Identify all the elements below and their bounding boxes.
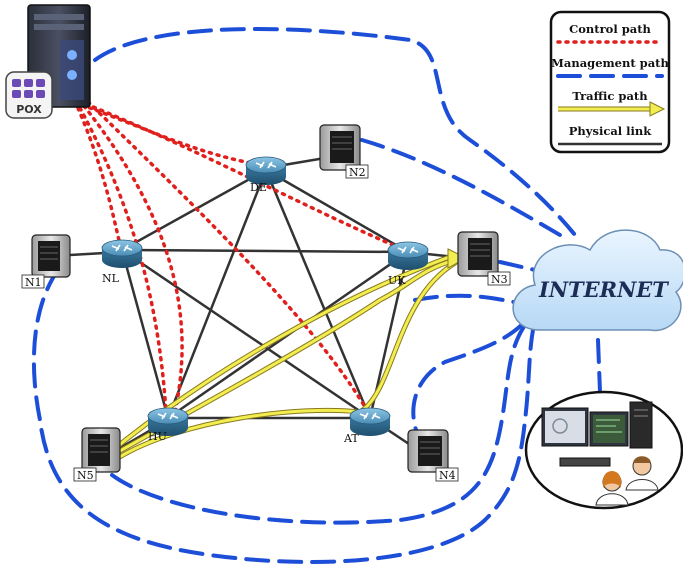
router-icon xyxy=(147,407,189,436)
legend-physical-label: Physical link xyxy=(569,124,652,138)
computer-tower-icon xyxy=(457,231,499,277)
keyboard-icon xyxy=(559,457,611,467)
legend-management-label: Management path xyxy=(551,56,669,70)
management-path-n3 xyxy=(498,260,537,272)
link-nl-at xyxy=(121,248,371,420)
host-n1-label: N1 xyxy=(25,276,42,289)
router-icon xyxy=(245,156,287,185)
host-n1: N1 xyxy=(21,234,71,289)
cloud-icon xyxy=(512,229,683,332)
router-de: DE xyxy=(245,156,287,194)
person-male-icon xyxy=(625,456,659,491)
router-uk: UK xyxy=(387,241,429,287)
pc-tower-icon xyxy=(629,401,653,449)
control-path-hu xyxy=(78,106,168,414)
link-nl-hu xyxy=(120,249,170,419)
host-n3-label: N3 xyxy=(491,273,508,286)
pox-controller: POX xyxy=(5,4,91,119)
router-de-label: DE xyxy=(250,181,267,194)
link-de-at xyxy=(264,169,372,419)
computer-tower-icon xyxy=(31,234,71,278)
legend-physical-link: Physical link xyxy=(558,124,662,146)
host-n2: N2 xyxy=(319,124,369,179)
control-path-nl xyxy=(76,106,122,247)
router-icon xyxy=(387,241,429,270)
control-paths xyxy=(76,100,407,414)
router-nl-label: NL xyxy=(102,272,120,285)
link-de-hu xyxy=(166,169,268,419)
pox-logo-text: POX xyxy=(16,103,42,116)
legend-control-path: Control path xyxy=(556,22,664,44)
management-paths xyxy=(31,26,602,564)
link-de-uk xyxy=(265,168,409,254)
router-icon xyxy=(349,407,391,436)
router-nl: NL xyxy=(101,239,143,285)
legend-control-label: Control path xyxy=(569,22,651,36)
host-n2-label: N2 xyxy=(349,166,366,179)
physical-links xyxy=(69,156,466,452)
management-path-n5 xyxy=(110,316,532,525)
internet-cloud: INTERNET xyxy=(512,229,683,332)
legend-management-path: Management path xyxy=(551,56,669,78)
computer-tower-icon xyxy=(81,427,121,473)
pox-logo-icon: POX xyxy=(5,71,53,119)
legend-traffic-path: Traffic path xyxy=(558,89,666,117)
router-hu: HU xyxy=(147,407,189,443)
traffic-path-middle xyxy=(116,258,457,454)
legend: Control path Management path Traffic pat… xyxy=(549,10,671,154)
person-female-icon xyxy=(595,471,629,506)
legend-traffic-label: Traffic path xyxy=(572,89,648,103)
management-path-n2 xyxy=(360,138,562,237)
internet-label: INTERNET xyxy=(538,277,669,302)
admin-workstation xyxy=(524,390,683,510)
host-n4-label: N4 xyxy=(439,469,456,482)
link-nl-uk xyxy=(121,248,409,254)
traffic-arrowhead xyxy=(447,248,468,269)
management-path-pox xyxy=(93,26,577,237)
router-at-label: AT xyxy=(343,432,359,445)
host-n5: N5 xyxy=(73,427,121,482)
management-path-n4 xyxy=(411,316,530,450)
router-icon xyxy=(101,239,143,268)
link-nl-de xyxy=(121,168,267,252)
computer-tower-icon xyxy=(407,429,449,473)
host-n4: N4 xyxy=(407,429,459,482)
management-path-n1 xyxy=(31,268,537,564)
management-path-admin xyxy=(596,338,602,394)
control-path-hu-b xyxy=(82,104,184,414)
router-at: AT xyxy=(343,407,391,445)
host-n3: N3 xyxy=(457,231,511,286)
management-path-uk xyxy=(413,293,532,307)
control-path-at xyxy=(86,100,370,414)
computer-tower-icon xyxy=(319,124,361,171)
router-hu-label: HU xyxy=(148,430,167,443)
host-n5-label: N5 xyxy=(77,469,94,482)
router-uk-label: UK xyxy=(388,274,406,287)
monitor-icon xyxy=(541,407,629,447)
